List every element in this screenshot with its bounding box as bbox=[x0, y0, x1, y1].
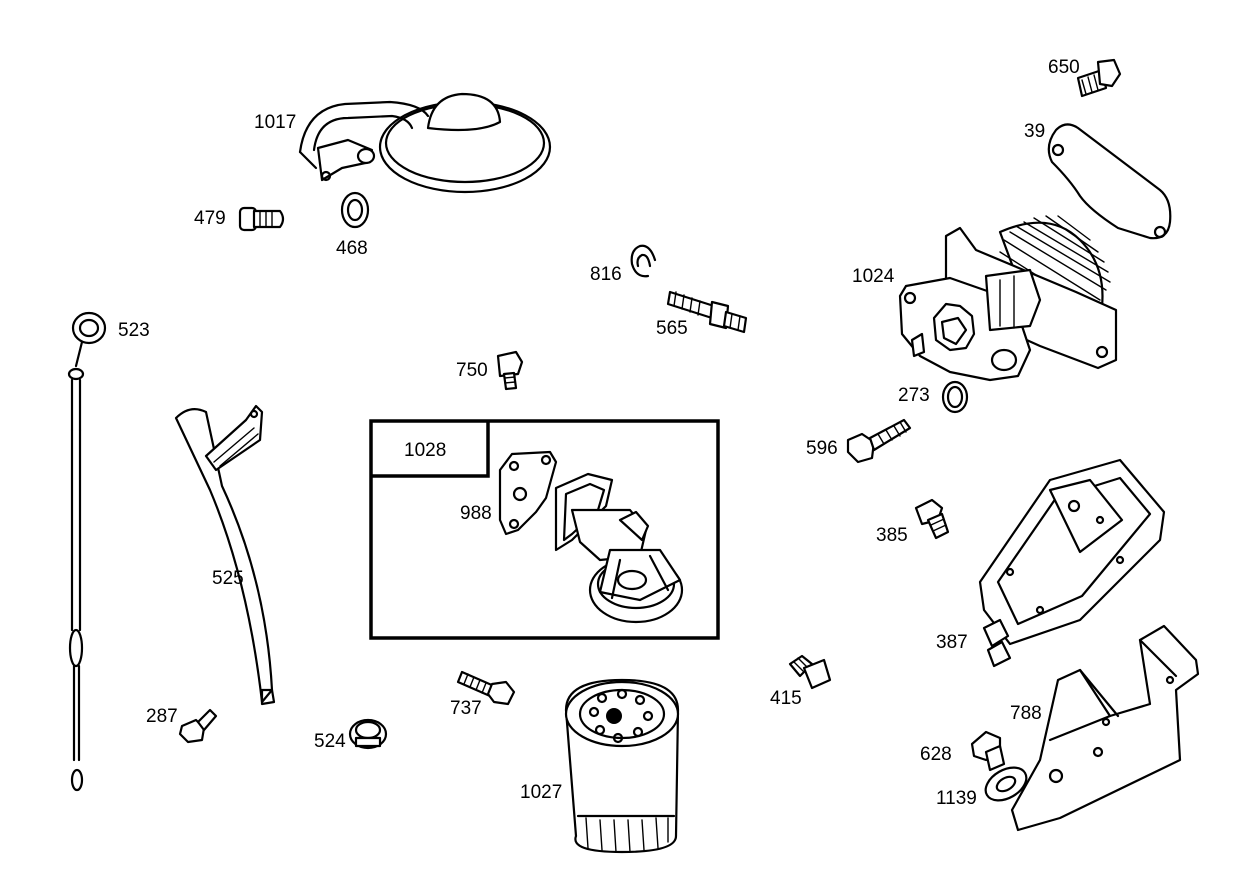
label-287: 287 bbox=[146, 706, 178, 727]
label-523: 523 bbox=[118, 320, 150, 341]
part-596-bolt[interactable] bbox=[846, 418, 912, 464]
label-650: 650 bbox=[1048, 57, 1080, 78]
part-1028-kit-box[interactable] bbox=[369, 419, 720, 640]
part-565-stud[interactable] bbox=[666, 290, 748, 334]
part-387-cover[interactable] bbox=[978, 458, 1166, 668]
label-468: 468 bbox=[336, 238, 368, 259]
label-273: 273 bbox=[898, 385, 930, 406]
label-750: 750 bbox=[456, 360, 488, 381]
label-525: 525 bbox=[212, 568, 244, 589]
part-1024-oil-pump[interactable] bbox=[898, 215, 1118, 382]
part-287-bolt[interactable] bbox=[178, 708, 218, 744]
label-1139: 1139 bbox=[936, 788, 977, 809]
part-523-dipstick[interactable] bbox=[67, 311, 107, 792]
label-385: 385 bbox=[876, 525, 908, 546]
part-415-plug[interactable] bbox=[788, 654, 832, 690]
part-479-plug[interactable] bbox=[238, 206, 285, 232]
label-788: 788 bbox=[1010, 703, 1042, 724]
part-1028-filter-adapter[interactable] bbox=[554, 472, 684, 624]
part-273-oring[interactable] bbox=[941, 380, 969, 414]
part-39-gasket[interactable] bbox=[1047, 123, 1172, 240]
callout-labels: 1017 479 468 816 565 650 39 1024 273 523… bbox=[118, 57, 1080, 809]
part-1027-oil-filter[interactable] bbox=[564, 678, 680, 854]
part-524-seal[interactable] bbox=[348, 718, 388, 750]
label-387: 387 bbox=[936, 632, 968, 653]
label-628: 628 bbox=[920, 744, 952, 765]
label-737: 737 bbox=[450, 698, 482, 719]
part-1139-washer[interactable] bbox=[980, 761, 1032, 807]
part-988-gasket[interactable] bbox=[498, 450, 558, 536]
label-39: 39 bbox=[1024, 121, 1045, 142]
part-788-bracket[interactable] bbox=[1010, 624, 1200, 832]
label-816: 816 bbox=[590, 264, 622, 285]
label-524: 524 bbox=[314, 731, 346, 752]
label-565: 565 bbox=[656, 318, 688, 339]
part-468-washer[interactable] bbox=[340, 191, 370, 229]
label-1028: 1028 bbox=[404, 440, 446, 461]
part-737-bolt[interactable] bbox=[456, 670, 516, 706]
label-596: 596 bbox=[806, 438, 838, 459]
label-1017: 1017 bbox=[254, 112, 296, 133]
label-415: 415 bbox=[770, 688, 802, 709]
part-816-clip[interactable] bbox=[630, 244, 657, 278]
part-1017-oil-pickup[interactable] bbox=[298, 92, 552, 194]
part-650-bolt[interactable] bbox=[1076, 58, 1122, 98]
label-479: 479 bbox=[194, 208, 226, 229]
label-1024: 1024 bbox=[852, 266, 895, 287]
part-525-dipstick-tube[interactable] bbox=[174, 404, 276, 706]
part-385-bolt[interactable] bbox=[914, 498, 950, 540]
part-628-bolt[interactable] bbox=[970, 730, 1006, 772]
label-988: 988 bbox=[460, 503, 492, 524]
part-750-bolt[interactable] bbox=[496, 350, 524, 391]
label-1027: 1027 bbox=[520, 782, 562, 803]
